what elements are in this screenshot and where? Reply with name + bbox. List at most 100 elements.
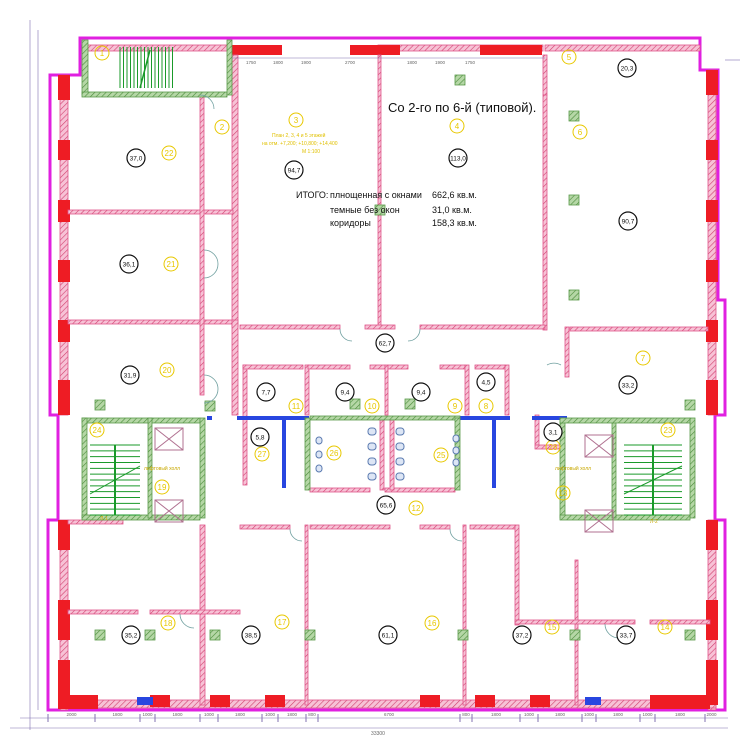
totals-row-value: 158,3 кв.м.: [432, 218, 477, 228]
totals-row-value: 31,0 кв.м.: [432, 205, 472, 215]
partition: [585, 697, 601, 705]
room-area: 94,7: [288, 168, 301, 175]
door-swing: [407, 328, 421, 342]
wall: [67, 209, 234, 215]
lift-cross: [584, 509, 614, 533]
dimension-label: 1800: [112, 712, 123, 717]
wall: [569, 326, 709, 332]
room-area-20: 31,9: [120, 365, 140, 385]
column: [94, 629, 106, 641]
plan-note: на отм. +7,200; +10,800; +14,400: [262, 141, 338, 147]
column: [144, 629, 156, 641]
room-number-marker: [660, 422, 676, 438]
stair-break: [623, 465, 683, 495]
room-area-marker: [476, 372, 496, 392]
wall: [564, 326, 570, 378]
room-number-marker: [159, 362, 175, 378]
room-area-marker: [250, 427, 270, 447]
dimension-label: 1750: [246, 60, 257, 65]
wall-pier: [58, 140, 70, 160]
wall-pier: [58, 320, 70, 342]
room-number-marker: [561, 49, 577, 65]
column: [684, 629, 696, 641]
room-area-18: 35,2: [121, 625, 141, 645]
room-area-7: 33,2: [618, 375, 638, 395]
room-number-marker: [288, 112, 304, 128]
room-number-16: 16: [424, 615, 440, 631]
column: [94, 399, 106, 411]
room-number-marker: [433, 447, 449, 463]
room-labels: 12394,74113,0520,3690,7733,284,599,4109,…: [89, 45, 676, 645]
room-number: 9: [453, 402, 458, 411]
wall: [67, 609, 139, 615]
room-number: 2: [220, 123, 225, 132]
room-number: 13: [559, 489, 568, 498]
room-number-14: 14: [657, 619, 673, 635]
wall-pier: [58, 75, 70, 100]
column: [81, 39, 89, 96]
wall-pier: [475, 695, 495, 707]
dimension-label: 1000: [204, 712, 215, 717]
wall: [389, 419, 395, 491]
room-number-marker: [635, 350, 651, 366]
wall: [307, 364, 351, 370]
wall: [304, 364, 310, 416]
column: [568, 289, 580, 301]
room-area: 62,7: [379, 341, 392, 348]
toilet-icon: [395, 472, 405, 481]
column: [81, 417, 201, 424]
column: [689, 417, 696, 519]
toilet-icon: [367, 457, 377, 466]
room-number-4: 4: [449, 118, 465, 134]
room-area-3: 94,7: [284, 160, 304, 180]
wall-pier: [58, 695, 98, 709]
wall: [231, 54, 239, 328]
toilet-icon: [395, 457, 405, 466]
room-number-marker: [572, 124, 588, 140]
wall: [369, 364, 386, 370]
toilet-icon: [395, 427, 405, 436]
wall-pier: [706, 380, 718, 415]
room-number: 17: [278, 618, 287, 627]
room-number: 23: [664, 426, 673, 435]
wall-pier: [210, 695, 230, 707]
room-area-22: 37,0: [126, 148, 146, 168]
room-area: 38,5: [245, 633, 258, 640]
column: [404, 398, 416, 410]
lift-shaft: [584, 434, 614, 458]
column: [454, 74, 466, 86]
wall-pier: [420, 695, 440, 707]
room-number: 26: [330, 449, 339, 458]
plan-note: М 1:100: [302, 149, 321, 155]
stairs-left: [89, 444, 141, 516]
room-area-marker: [618, 211, 638, 231]
column: [349, 398, 361, 410]
wall: [504, 364, 510, 416]
room-number-marker: [326, 445, 342, 461]
door-swing: [203, 249, 219, 279]
room-number-marker: [288, 398, 304, 414]
urinal-icon: [452, 458, 460, 467]
wall: [242, 364, 304, 370]
room-area: 5,8: [255, 435, 264, 442]
wall-pier: [58, 200, 70, 222]
room-number-5: 5: [561, 49, 577, 65]
room-area: 9,4: [416, 390, 425, 397]
stairs-right: [623, 444, 683, 516]
door-swing: [203, 374, 219, 404]
partition: [282, 418, 286, 488]
room-area-5: 20,3: [617, 58, 637, 78]
wall: [364, 324, 396, 330]
column: [559, 417, 691, 424]
column: [209, 629, 221, 641]
lift-shaft: [154, 427, 184, 451]
wall-pier: [706, 320, 718, 342]
stair-break: [139, 49, 151, 89]
wall-pier: [265, 695, 285, 707]
wall: [387, 364, 409, 370]
room-number-12: 12: [408, 500, 424, 516]
room-area-marker: [126, 148, 146, 168]
room-number-marker: [424, 615, 440, 631]
wall-pier: [232, 45, 282, 55]
room-number-25: 25: [433, 447, 449, 463]
